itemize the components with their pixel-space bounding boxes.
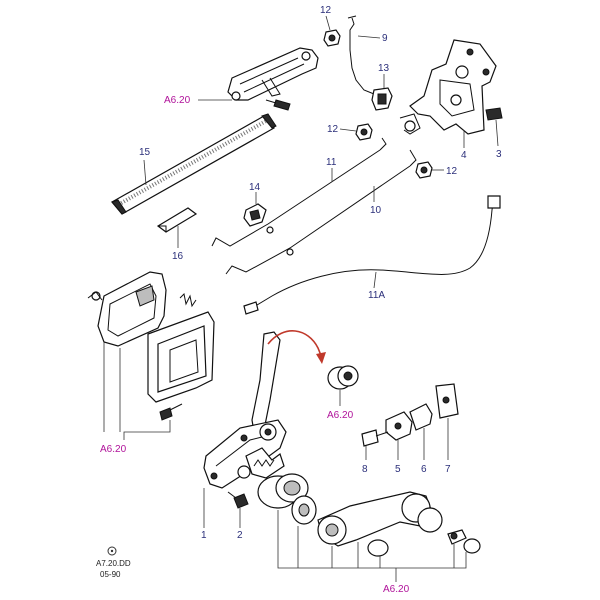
callout-8: 8 xyxy=(362,464,368,475)
callout-2: 2 xyxy=(237,530,243,541)
screw-2 xyxy=(227,491,249,509)
clip-5 xyxy=(385,411,413,441)
callout-13: 13 xyxy=(378,63,390,74)
inner-door-handle xyxy=(87,271,167,347)
curved-arrow xyxy=(267,330,323,359)
nut-12-right xyxy=(415,161,433,179)
reference-bottom-group: A6.20 xyxy=(383,584,410,595)
reference-regulator-knob: A6.20 xyxy=(327,410,354,421)
callout-6: 6 xyxy=(421,464,427,475)
arrow-head xyxy=(316,352,326,364)
pad-16 xyxy=(156,207,198,233)
reference-top-handle: A6.20 xyxy=(164,95,191,106)
nut-12-top xyxy=(323,29,341,47)
footer-symbol xyxy=(107,546,117,556)
reference-inner-handle: A6.20 xyxy=(100,444,127,455)
rod-11 xyxy=(211,137,387,247)
exterior-door-handle xyxy=(227,47,319,101)
clip-13 xyxy=(371,87,393,111)
return-spring xyxy=(179,292,197,308)
callout-12-middle: 12 xyxy=(327,124,339,135)
callout-11a: 11A xyxy=(368,290,385,301)
screw-3 xyxy=(485,107,503,121)
bush-14 xyxy=(243,203,267,227)
winder-handle xyxy=(317,491,443,547)
cable-11a xyxy=(243,195,501,315)
bracket-7 xyxy=(435,383,459,419)
handle-screw xyxy=(265,99,291,111)
handle-pin xyxy=(447,529,467,545)
clip-6 xyxy=(409,403,433,431)
callout-15: 15 xyxy=(139,147,151,158)
handle-cap xyxy=(367,539,389,557)
door-latch-4 xyxy=(399,39,497,135)
footer-date: 05-90 xyxy=(100,570,121,579)
callout-9: 9 xyxy=(382,33,388,44)
callout-12-right: 12 xyxy=(446,166,458,177)
footer-code: A7.20.DD xyxy=(96,559,131,568)
callout-3: 3 xyxy=(496,149,502,160)
rod-10 xyxy=(225,149,417,275)
screw-8 xyxy=(361,429,389,447)
window-regulator-1 xyxy=(203,331,287,489)
winder-boss xyxy=(257,473,309,509)
rod-9 xyxy=(347,15,375,95)
callout-11: 11 xyxy=(326,157,337,168)
knob xyxy=(327,365,359,390)
callout-14: 14 xyxy=(249,182,261,193)
callout-1: 1 xyxy=(201,530,207,541)
callout-16: 16 xyxy=(172,251,184,262)
callout-4: 4 xyxy=(461,150,467,161)
callout-5: 5 xyxy=(395,464,401,475)
handle-end-cap xyxy=(463,538,481,554)
handle-bezel xyxy=(147,311,215,403)
winder-washer xyxy=(291,495,317,525)
nut-12-middle xyxy=(355,123,373,141)
callout-10: 10 xyxy=(370,205,382,216)
weatherstrip-15 xyxy=(111,113,277,215)
callout-7: 7 xyxy=(445,464,451,475)
callout-12-top: 12 xyxy=(320,5,332,16)
bezel-screw xyxy=(159,403,183,421)
